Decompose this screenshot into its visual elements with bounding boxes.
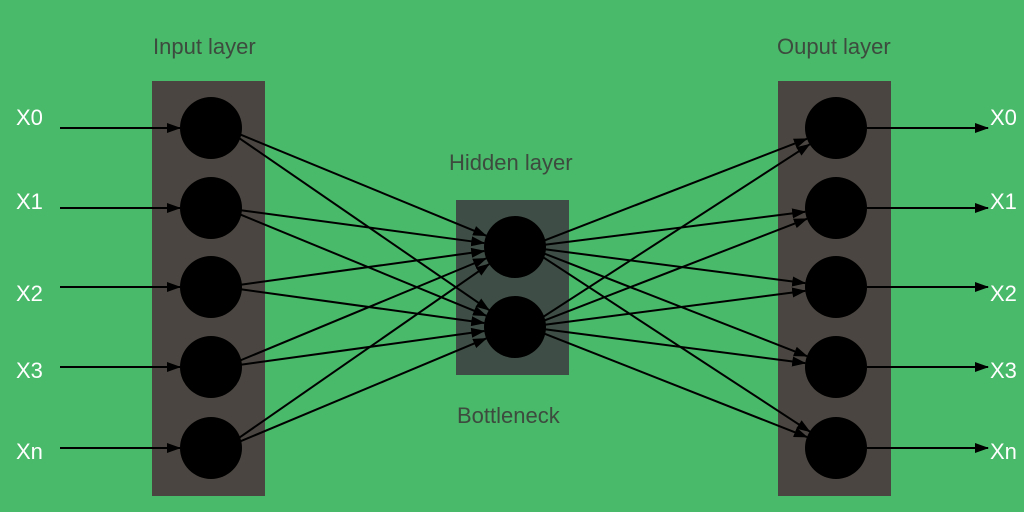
output-node-2 [805,256,867,318]
nodes-group [180,97,867,479]
edge-hid1-out1 [542,217,808,322]
edge-hid1-out0 [542,143,811,318]
edges-group [60,123,989,453]
output-layer-title: Ouput layer [777,34,891,59]
edge-in1-hid0 [238,208,486,247]
edge-in0-hid1 [238,137,490,311]
edge-hid1-out2 [542,287,807,326]
output-label-xn: Xn [990,439,1017,464]
output-node-0 [805,97,867,159]
input-label-x1: X1 [16,189,43,214]
hidden-layer-title: Hidden layer [449,150,573,175]
edge-hid0-out0 [542,137,808,242]
edge-in4-hid0 [238,263,490,439]
output-label-x1: X1 [990,189,1017,214]
edge-in4-hid1 [238,337,488,443]
input-label-x3: X3 [16,358,43,383]
input-node-1 [180,177,242,239]
input-label-x0: X0 [16,105,43,130]
output-node-4 [805,417,867,479]
bottleneck-label: Bottleneck [457,403,560,428]
output-label-x0: X0 [990,105,1017,130]
hidden-node-0 [484,216,546,278]
input-node-3 [180,336,242,398]
edge-hid0-out4 [542,256,811,433]
edge-hid0-out3 [542,252,808,358]
edge-in3-hid1 [238,327,486,366]
edge-in2-hid1 [238,288,486,327]
input-label-x2: X2 [16,281,43,306]
edge-in0-hid0 [238,133,488,237]
edge-hid1-out3 [542,328,807,367]
hidden-node-1 [484,296,546,358]
edge-hid0-out2 [542,248,807,287]
edge-hid0-out1 [542,208,807,247]
edge-in1-hid1 [238,213,488,317]
edge-in3-hid0 [238,257,488,362]
output-node-3 [805,336,867,398]
input-node-4 [180,417,242,479]
output-node-1 [805,177,867,239]
edge-in2-hid0 [238,247,486,286]
output-label-x3: X3 [990,358,1017,383]
input-layer-title: Input layer [153,34,256,59]
input-label-xn: Xn [16,439,43,464]
input-node-2 [180,256,242,318]
output-label-x2: X2 [990,281,1017,306]
edge-hid1-out4 [542,332,808,438]
input-node-0 [180,97,242,159]
